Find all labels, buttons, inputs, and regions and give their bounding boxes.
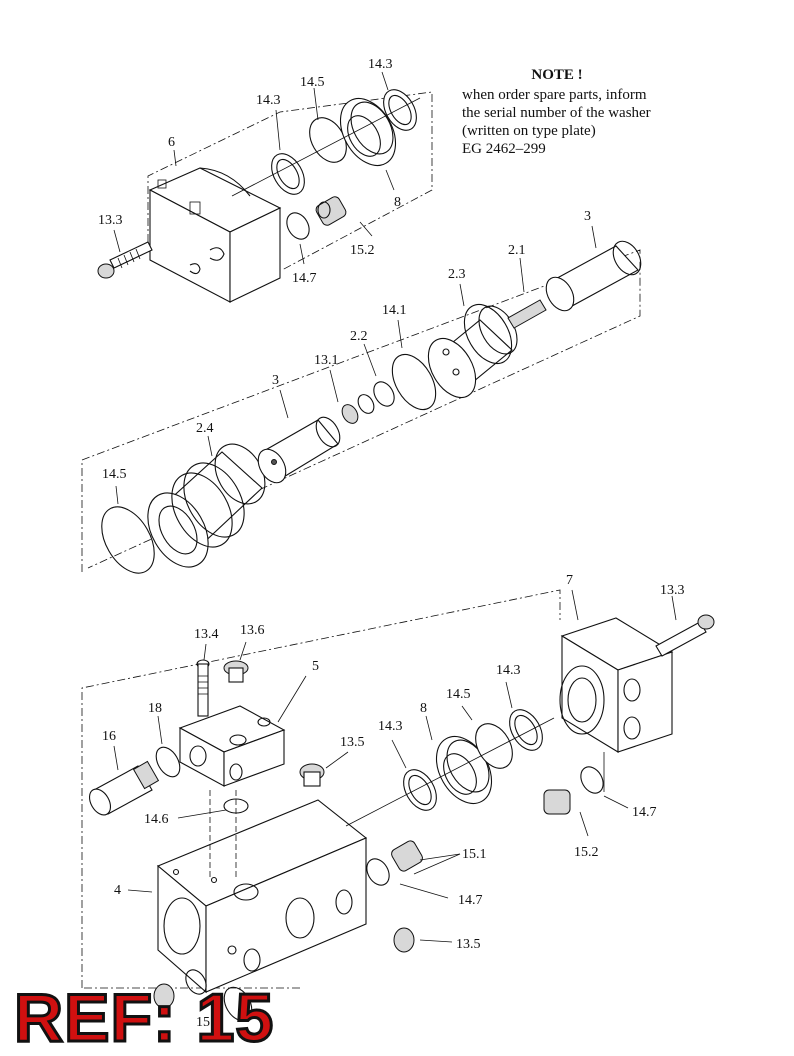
body-part-2-3 bbox=[427, 303, 518, 399]
label-14-5-bottom: 14.5 bbox=[446, 687, 471, 702]
valve-part-15-2-bottom bbox=[543, 789, 571, 815]
label-2-2: 2.2 bbox=[350, 329, 368, 344]
note-box: NOTE ! when order spare parts, inform th… bbox=[462, 66, 702, 158]
label-18: 18 bbox=[148, 701, 162, 716]
label-14-7-top: 14.7 bbox=[292, 271, 317, 286]
valve-part-15-2-top bbox=[315, 196, 347, 226]
note-line-3: (written on type plate) bbox=[462, 123, 596, 139]
label-2-4: 2.4 bbox=[196, 421, 214, 436]
label-14-3-b: 14.3 bbox=[496, 663, 521, 678]
label-14-3-c: 14.3 bbox=[378, 719, 403, 734]
label-13-5-b: 13.5 bbox=[456, 937, 481, 952]
spool-part-3-right bbox=[545, 240, 642, 312]
label-2-3: 2.3 bbox=[448, 267, 466, 282]
leader-lines bbox=[113, 71, 677, 943]
housing-part-7 bbox=[559, 617, 674, 753]
note-line-2: the serial number of the washer bbox=[462, 105, 651, 121]
middle-assembly bbox=[81, 240, 642, 574]
note-title: NOTE ! bbox=[531, 67, 583, 83]
cartridge-part-16 bbox=[88, 760, 160, 816]
label-14-1: 14.1 bbox=[382, 303, 407, 318]
label-14-3-top: 14.3 bbox=[368, 57, 393, 72]
label-8-bottom: 8 bbox=[420, 701, 427, 716]
label-14-7-bottom: 14.7 bbox=[632, 805, 657, 820]
label-16: 16 bbox=[102, 729, 116, 744]
plug-part-13-5-top bbox=[299, 763, 325, 787]
label-13-6: 13.6 bbox=[240, 623, 265, 638]
bolt-part-13-3-top bbox=[97, 241, 153, 279]
label-15-2-top: 15.2 bbox=[350, 243, 375, 258]
label-13-5-a: 13.5 bbox=[340, 735, 365, 750]
label-14-5-top: 14.5 bbox=[300, 75, 325, 90]
bottom-assembly bbox=[81, 589, 715, 1022]
label-13-1: 13.1 bbox=[314, 353, 339, 368]
plug-part-13-6 bbox=[223, 660, 249, 683]
note-line-1: when order spare parts, inform bbox=[462, 87, 647, 103]
label-3-right: 3 bbox=[584, 209, 591, 224]
bolt-part-13-3-bottom bbox=[655, 614, 715, 657]
sleeve-part-2-4 bbox=[147, 443, 266, 568]
part-labels: 14.3 14.5 14.3 6 8 13.3 15.2 14.7 3 2.1 … bbox=[98, 57, 685, 1030]
top-assembly bbox=[97, 89, 433, 303]
label-13-3-bottom: 13.3 bbox=[660, 583, 685, 598]
label-7: 7 bbox=[566, 573, 573, 588]
label-3-mid: 3 bbox=[272, 373, 279, 388]
label-13-4: 13.4 bbox=[194, 627, 219, 642]
block-part-5 bbox=[178, 705, 286, 787]
plug-part-13-5-bottom bbox=[393, 927, 415, 953]
label-15-1: 15.1 bbox=[462, 847, 487, 862]
washer-part-8-top bbox=[339, 98, 397, 166]
label-15-2-bottom: 15.2 bbox=[574, 845, 599, 860]
bolt-part-13-4 bbox=[196, 659, 210, 717]
label-14-3-a: 14.3 bbox=[256, 93, 281, 108]
block-part-4 bbox=[156, 799, 368, 994]
label-15-bottom: 15 bbox=[196, 1015, 210, 1030]
housing-part-6 bbox=[148, 167, 282, 303]
label-14-6: 14.6 bbox=[144, 812, 169, 827]
note-line-4: EG 2462–299 bbox=[462, 141, 546, 157]
label-14-7-c: 14.7 bbox=[458, 893, 483, 908]
label-2-1: 2.1 bbox=[508, 243, 526, 258]
label-14-5-mid: 14.5 bbox=[102, 467, 127, 482]
label-6: 6 bbox=[168, 135, 175, 150]
valve-part-15-1 bbox=[391, 840, 423, 872]
spool-part-3-mid bbox=[257, 416, 341, 484]
label-5: 5 bbox=[312, 659, 319, 674]
ref-badge: REF: 15 bbox=[12, 979, 275, 1056]
label-4: 4 bbox=[114, 883, 121, 898]
label-13-3-top: 13.3 bbox=[98, 213, 123, 228]
label-8-top: 8 bbox=[394, 195, 401, 210]
